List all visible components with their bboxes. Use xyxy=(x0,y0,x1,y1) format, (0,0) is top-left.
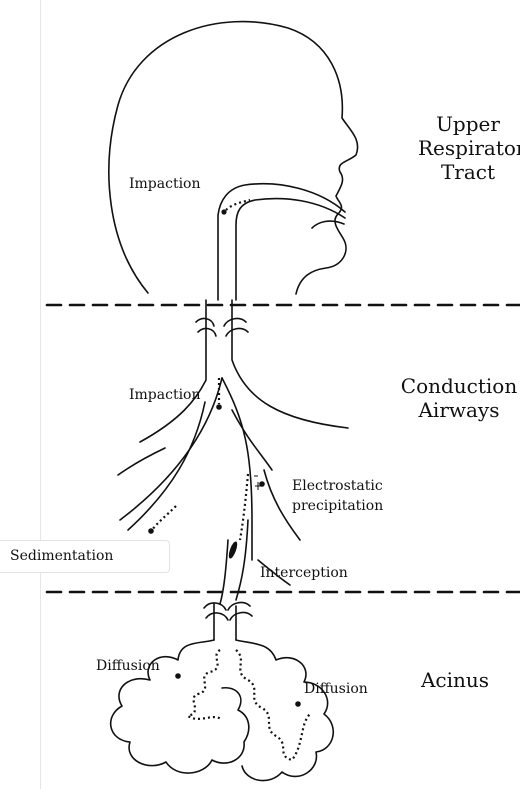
label-electrostatic-precipitation: Electrostatic precipitation xyxy=(292,476,383,516)
sedimentation-label-box: Sedimentation xyxy=(0,540,170,573)
label-sedimentation: Sedimentation xyxy=(10,548,113,564)
region-upper-respiratory-tract: Upper Respiratory Tract xyxy=(418,112,518,184)
left-bronchus-inner xyxy=(128,402,205,530)
palate xyxy=(236,199,345,300)
label-impaction-upper: Impaction xyxy=(129,175,201,193)
region-upper-line-1: Upper xyxy=(418,112,518,136)
particle-sedimentation xyxy=(148,528,154,534)
label-interception: Interception xyxy=(260,564,348,582)
head-outline xyxy=(109,22,358,294)
label-electrostatic-line-1: Electrostatic xyxy=(292,476,383,496)
particle-path-left xyxy=(152,506,176,530)
region-conduction-line-2: Airways xyxy=(398,398,520,422)
region-conduction-airways: Conduction Airways xyxy=(398,374,520,422)
particle-diffusion-left xyxy=(175,673,181,679)
label-electrostatic-line-2: precipitation xyxy=(292,496,383,516)
region-acinus: Acinus xyxy=(418,668,492,692)
region-conduction-line-1: Conduction xyxy=(398,374,520,398)
acinus-right xyxy=(236,640,333,781)
label-diffusion-right: Diffusion xyxy=(304,680,368,698)
trachea-right xyxy=(232,300,348,428)
region-upper-line-3: Tract xyxy=(418,160,518,184)
particle-impaction-airways xyxy=(216,404,222,410)
region-upper-line-2: Respiratory xyxy=(418,136,518,160)
oral-cavity xyxy=(218,184,345,300)
label-impaction-airways: Impaction xyxy=(129,386,201,404)
particle-interception xyxy=(227,541,239,560)
label-diffusion-left: Diffusion xyxy=(96,657,160,675)
particle-path-upper xyxy=(226,200,250,210)
particle-impaction-upper xyxy=(221,209,226,214)
diffusion-path-left xyxy=(188,650,222,720)
particle-diffusion-right xyxy=(295,701,301,707)
